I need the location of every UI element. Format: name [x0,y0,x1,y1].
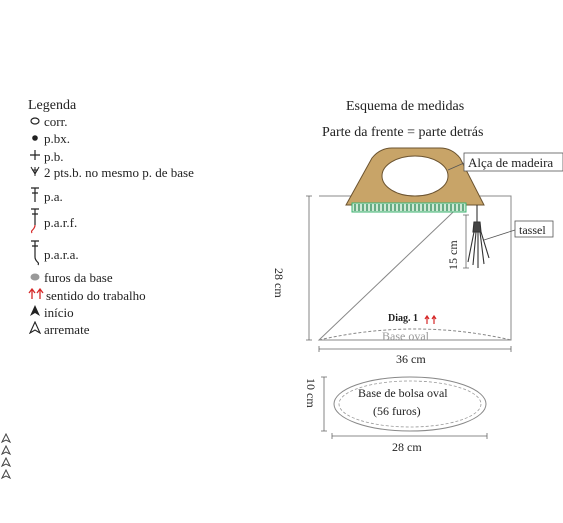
filled-triangle-icon [28,304,42,321]
base-height-dimension [321,376,327,432]
diagram-title: Esquema de medidas [346,99,465,114]
legend-item-holes: furos da base [28,270,113,286]
tassel-length-label: 15 cm [446,240,460,270]
legend-label: 2 pts.b. no mesmo p. de base [44,165,194,180]
legend-item-parf: p.a.r.f. [28,208,77,238]
tassel-dimension-line [463,214,469,269]
diag-label: Diag. 1 [388,313,418,324]
base-dashed-line [318,328,512,341]
base-width-dimension [331,433,488,439]
legend-item-direction: sentido do trabalho [28,287,146,304]
v-increase-icon [28,165,42,181]
handle-hole [381,155,449,197]
handle-label-box [463,152,563,172]
legend-label: corr. [44,114,68,129]
base-holes: (56 furos) [373,404,421,418]
handle-label: Alça de madeira [468,155,554,170]
base-oval-dashed [338,380,482,428]
height-label: 28 cm [272,268,286,298]
filled-dot-icon [28,131,42,147]
tassel-label-box [514,220,554,238]
circle-outline-icon [28,114,42,130]
legend-label: p.a.r.f. [44,215,78,230]
legend-item-para: p.a.r.a. [28,240,79,270]
handle-leader [447,162,465,171]
tall-t-icon [28,187,42,207]
diagram-subtitle: Parte da frente = parte detrás [322,125,484,140]
tassel-leader [483,229,516,241]
width-dimension-line [318,346,512,352]
base-title: Base de bolsa oval [358,386,448,400]
bag-outline [317,195,512,341]
chain-border-icon [0,432,12,480]
red-arrows-icon [28,287,44,304]
legend-item-corr: corr. [28,114,67,130]
base-width-label: 28 cm [392,440,422,454]
outline-triangle-icon [28,320,42,338]
legend-item-increase: 2 pts.b. no mesmo p. de base [28,165,194,181]
green-stitches [354,204,464,211]
legend-item-start: início [28,304,74,321]
legend-label: p.b. [44,149,64,164]
back-post-icon [28,240,42,270]
plus-icon [28,149,42,165]
tassel-label: tassel [519,223,546,237]
legend-label: furos da base [44,270,113,285]
legend-label: p.a. [44,189,63,204]
legend-label: p.a.r.a. [44,247,79,262]
legend-title: Legenda [28,98,77,113]
legend-label: sentido do trabalho [46,288,146,303]
width-label: 36 cm [396,352,426,366]
tassel [467,205,490,268]
green-band [351,202,467,213]
base-height-label: 10 cm [304,378,318,408]
legend-item-pbx: p.bx. [28,131,70,147]
front-post-icon [28,208,42,238]
legend-label: p.bx. [44,131,70,146]
height-dimension-line [306,195,312,341]
legend-label: início [44,304,74,320]
gray-dot-icon [28,270,42,286]
diag-arrows-icon [424,314,437,324]
legend-item-finish: arremate [28,320,90,338]
base-oval-label: Base oval [382,329,429,343]
legend-item-pb: p.b. [28,149,64,165]
base-oval [333,376,487,432]
legend-label: arremate [44,321,90,337]
legend-item-pa: p.a. [28,187,63,207]
